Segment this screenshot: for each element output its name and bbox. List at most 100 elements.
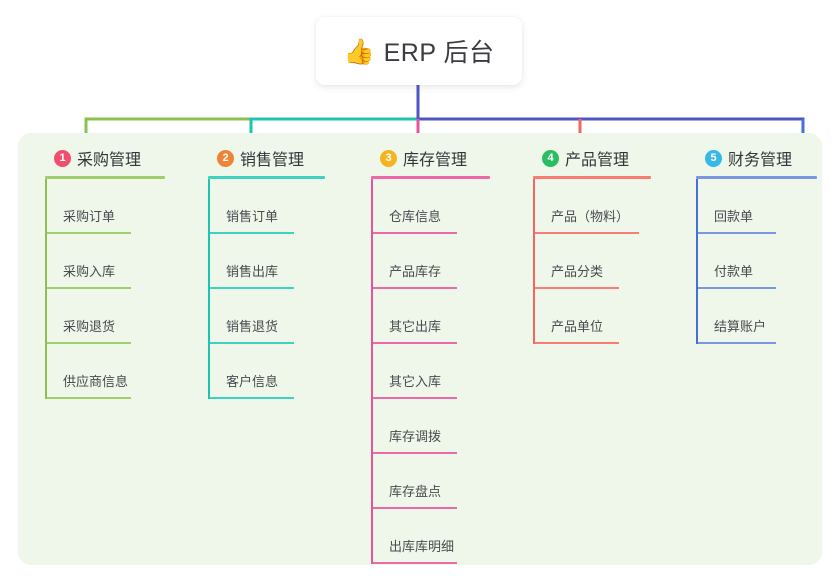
branch-number-badge: 3 <box>380 149 397 167</box>
branch-items: 回款单付款单结算账户 <box>696 179 839 344</box>
branch-items: 销售订单销售出库销售退货客户信息 <box>208 179 368 399</box>
leaf-item-label: 产品单位 <box>551 319 604 334</box>
leaf-item-underline <box>47 232 131 234</box>
leaf-item-underline <box>373 452 457 454</box>
leaf-item[interactable]: 仓库信息 <box>371 179 531 234</box>
leaf-item-label: 结算账户 <box>714 319 767 334</box>
branch-column-4: 4 产品管理产品（物料） 产品分类产品单位 <box>533 147 693 344</box>
branch-header-5[interactable]: 5 财务管理 <box>696 147 839 169</box>
branches-panel <box>18 133 822 565</box>
leaf-item-label: 采购订单 <box>63 209 116 224</box>
branch-column-3: 3 库存管理仓库信息产品库存其它出库其它入库库存调拨库存盘点出库库明细 <box>371 147 531 564</box>
leaf-item[interactable]: 出库库明细 <box>371 509 531 564</box>
leaf-item-underline <box>47 397 131 399</box>
leaf-item-underline <box>210 232 294 234</box>
branch-items: 产品（物料） 产品分类产品单位 <box>533 179 693 344</box>
leaf-item[interactable]: 其它出库 <box>371 289 531 344</box>
leaf-item-label: 付款单 <box>714 264 754 279</box>
leaf-item[interactable]: 供应商信息 <box>45 344 205 399</box>
leaf-item-underline <box>210 397 294 399</box>
leaf-item[interactable]: 产品（物料） <box>533 179 693 234</box>
leaf-item-underline <box>698 342 776 344</box>
branch-header-4[interactable]: 4 产品管理 <box>533 147 693 169</box>
branch-number-badge: 2 <box>217 149 234 167</box>
branch-items: 仓库信息产品库存其它出库其它入库库存调拨库存盘点出库库明细 <box>371 179 531 564</box>
leaf-item-underline <box>698 232 776 234</box>
leaf-item-label: 销售订单 <box>226 209 279 224</box>
leaf-item-label: 采购退货 <box>63 319 116 334</box>
leaf-item[interactable]: 产品单位 <box>533 289 693 344</box>
branch-header-1[interactable]: 1 采购管理 <box>45 147 205 169</box>
leaf-item[interactable]: 回款单 <box>696 179 839 234</box>
leaf-item-underline <box>698 287 776 289</box>
leaf-item[interactable]: 产品库存 <box>371 234 531 289</box>
leaf-item-underline <box>373 232 457 234</box>
leaf-item[interactable]: 其它入库 <box>371 344 531 399</box>
leaf-item-label: 库存盘点 <box>389 484 442 499</box>
leaf-item-underline <box>535 232 639 234</box>
branch-number-badge: 5 <box>705 149 722 167</box>
branch-header-3[interactable]: 3 库存管理 <box>371 147 531 169</box>
branch-column-2: 2 销售管理销售订单销售出库销售退货客户信息 <box>208 147 368 399</box>
leaf-item-label: 出库库明细 <box>389 539 455 554</box>
branch-title: 采购管理 <box>77 152 142 169</box>
leaf-item-underline <box>373 562 457 564</box>
leaf-item-underline <box>47 342 131 344</box>
branch-items: 采购订单采购入库采购退货供应商信息 <box>45 179 205 399</box>
leaf-item[interactable]: 结算账户 <box>696 289 839 344</box>
branch-spine <box>371 179 373 564</box>
branch-spine <box>533 179 535 344</box>
leaf-item-label: 产品（物料） <box>551 209 630 224</box>
leaf-item-underline <box>210 342 294 344</box>
leaf-item[interactable]: 客户信息 <box>208 344 368 399</box>
branch-underline <box>533 176 651 179</box>
branch-header-2[interactable]: 2 销售管理 <box>208 147 368 169</box>
leaf-item[interactable]: 销售订单 <box>208 179 368 234</box>
leaf-item-underline <box>47 287 131 289</box>
leaf-item-label: 销售退货 <box>226 319 279 334</box>
leaf-item-label: 产品库存 <box>389 264 442 279</box>
leaf-item-underline <box>373 507 457 509</box>
leaf-item-label: 其它入库 <box>389 374 442 389</box>
leaf-item-label: 供应商信息 <box>63 374 129 389</box>
branch-number-badge: 1 <box>54 149 71 167</box>
thumbs-up-icon: 👍 <box>343 36 375 66</box>
leaf-item-underline <box>373 287 457 289</box>
branch-title: 销售管理 <box>240 152 305 169</box>
leaf-item[interactable]: 销售出库 <box>208 234 368 289</box>
leaf-item[interactable]: 采购退货 <box>45 289 205 344</box>
branch-number-badge: 4 <box>542 149 559 167</box>
branch-title: 库存管理 <box>403 152 468 169</box>
leaf-item-underline <box>373 397 457 399</box>
root-node[interactable]: 👍 ERP 后台 <box>316 17 522 85</box>
leaf-item-underline <box>535 287 619 289</box>
root-title: ERP 后台 <box>383 39 495 67</box>
branch-spine <box>208 179 210 399</box>
leaf-item[interactable]: 采购入库 <box>45 234 205 289</box>
leaf-item[interactable]: 销售退货 <box>208 289 368 344</box>
branch-spine <box>696 179 698 344</box>
leaf-item[interactable]: 付款单 <box>696 234 839 289</box>
leaf-item-label: 仓库信息 <box>389 209 442 224</box>
branch-column-5: 5 财务管理回款单付款单结算账户 <box>696 147 839 344</box>
leaf-item[interactable]: 库存盘点 <box>371 454 531 509</box>
branch-title: 财务管理 <box>728 152 793 169</box>
leaf-item[interactable]: 采购订单 <box>45 179 205 234</box>
leaf-item-label: 销售出库 <box>226 264 279 279</box>
leaf-item-label: 回款单 <box>714 209 754 224</box>
leaf-item-underline <box>210 287 294 289</box>
leaf-item-label: 客户信息 <box>226 374 279 389</box>
branch-spine <box>45 179 47 399</box>
leaf-item-underline <box>373 342 457 344</box>
leaf-item[interactable]: 库存调拨 <box>371 399 531 454</box>
leaf-item-label: 其它出库 <box>389 319 442 334</box>
branch-underline <box>371 176 490 179</box>
branch-underline <box>45 176 165 179</box>
leaf-item-underline <box>535 342 619 344</box>
branch-column-1: 1 采购管理采购订单采购入库采购退货供应商信息 <box>45 147 205 399</box>
branch-title: 产品管理 <box>565 152 630 169</box>
leaf-item[interactable]: 产品分类 <box>533 234 693 289</box>
branch-underline <box>696 176 817 179</box>
branch-underline <box>208 176 325 179</box>
